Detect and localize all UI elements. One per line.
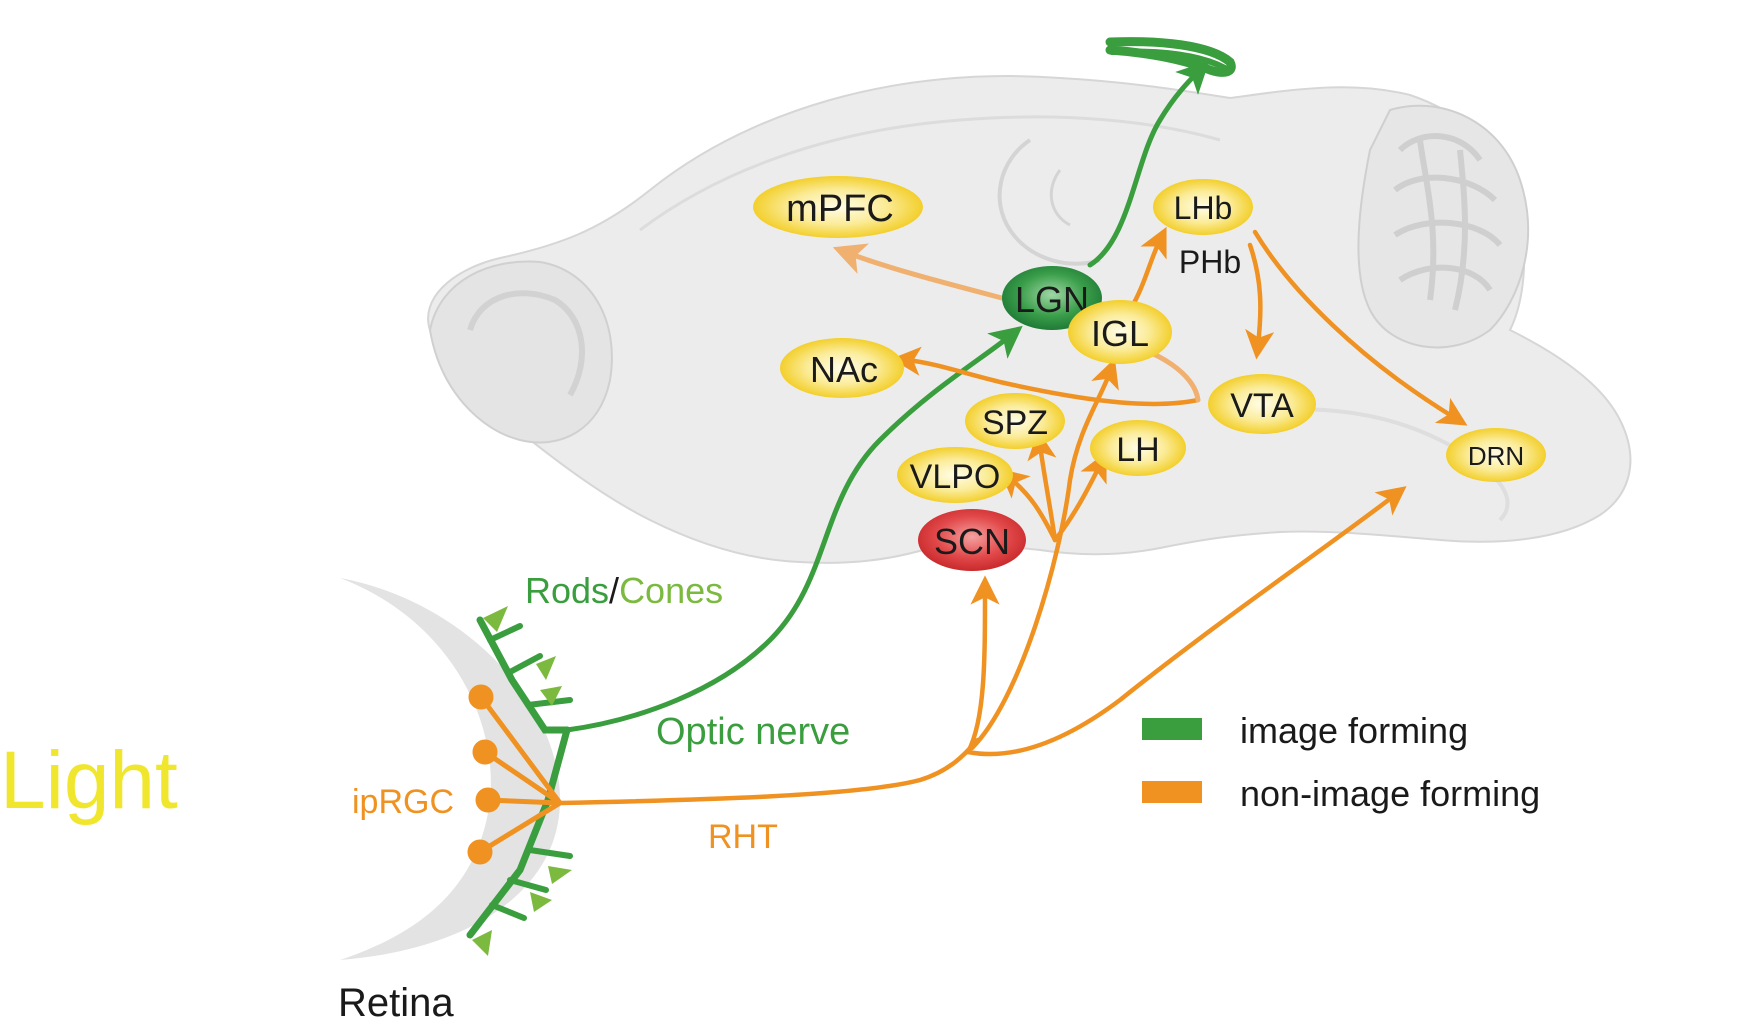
region-vta-label: VTA bbox=[1230, 387, 1294, 425]
region-lh-label: LH bbox=[1116, 431, 1159, 469]
retina-label: Retina bbox=[338, 981, 454, 1021]
region-drn-label: DRN bbox=[1468, 441, 1524, 471]
optic-nerve-label: Optic nerve bbox=[656, 711, 850, 753]
region-phb-label: PHb bbox=[1179, 244, 1241, 280]
rods-cones-label: Rods/Cones bbox=[525, 570, 723, 611]
legend-image-forming-label: image forming bbox=[1240, 710, 1468, 751]
cones-label: Cones bbox=[619, 570, 723, 611]
region-mpfc-label: mPFC bbox=[786, 188, 894, 230]
legend-swatch-non-image-forming bbox=[1142, 781, 1202, 803]
cone-tips bbox=[472, 606, 572, 956]
region-nac bbox=[780, 338, 904, 398]
rods-label: Rods bbox=[525, 570, 609, 611]
iprgc-label: ipRGC bbox=[352, 783, 454, 821]
rht-label: RHT bbox=[708, 818, 778, 856]
region-igl-label: IGL bbox=[1091, 313, 1149, 354]
region-lhb-label: LHb bbox=[1174, 190, 1233, 226]
non-image-forming-pathway bbox=[557, 226, 1468, 806]
region-mpfc bbox=[753, 176, 923, 238]
region-vlpo bbox=[897, 447, 1013, 503]
region-lh bbox=[1090, 420, 1186, 476]
region-spz bbox=[965, 393, 1065, 449]
region-lgn-label: LGN bbox=[1015, 279, 1089, 320]
region-lgn bbox=[1002, 266, 1102, 330]
brain-regions: mPFC LGN IGL LHb PHb NAc SPZ VLPO LH SCN… bbox=[753, 176, 1546, 571]
legend: image forming non-image forming bbox=[1142, 710, 1540, 814]
legend-swatch-image-forming bbox=[1142, 718, 1202, 740]
region-drn bbox=[1446, 428, 1546, 482]
region-nac-label: NAc bbox=[810, 349, 878, 390]
region-scn bbox=[918, 509, 1026, 571]
image-forming-pathway bbox=[466, 37, 1236, 939]
light-label: Light bbox=[0, 735, 178, 826]
region-spz-label: SPZ bbox=[982, 404, 1048, 442]
region-igl bbox=[1068, 300, 1172, 364]
iprgc-cells bbox=[467, 684, 563, 865]
region-scn-label: SCN bbox=[934, 521, 1010, 562]
legend-non-image-forming-label: non-image forming bbox=[1240, 773, 1540, 814]
slash-label: / bbox=[609, 570, 619, 611]
region-vta bbox=[1208, 374, 1316, 434]
region-vlpo-label: VLPO bbox=[910, 458, 1001, 496]
retina-shape bbox=[340, 578, 560, 960]
region-lhb bbox=[1153, 179, 1253, 235]
